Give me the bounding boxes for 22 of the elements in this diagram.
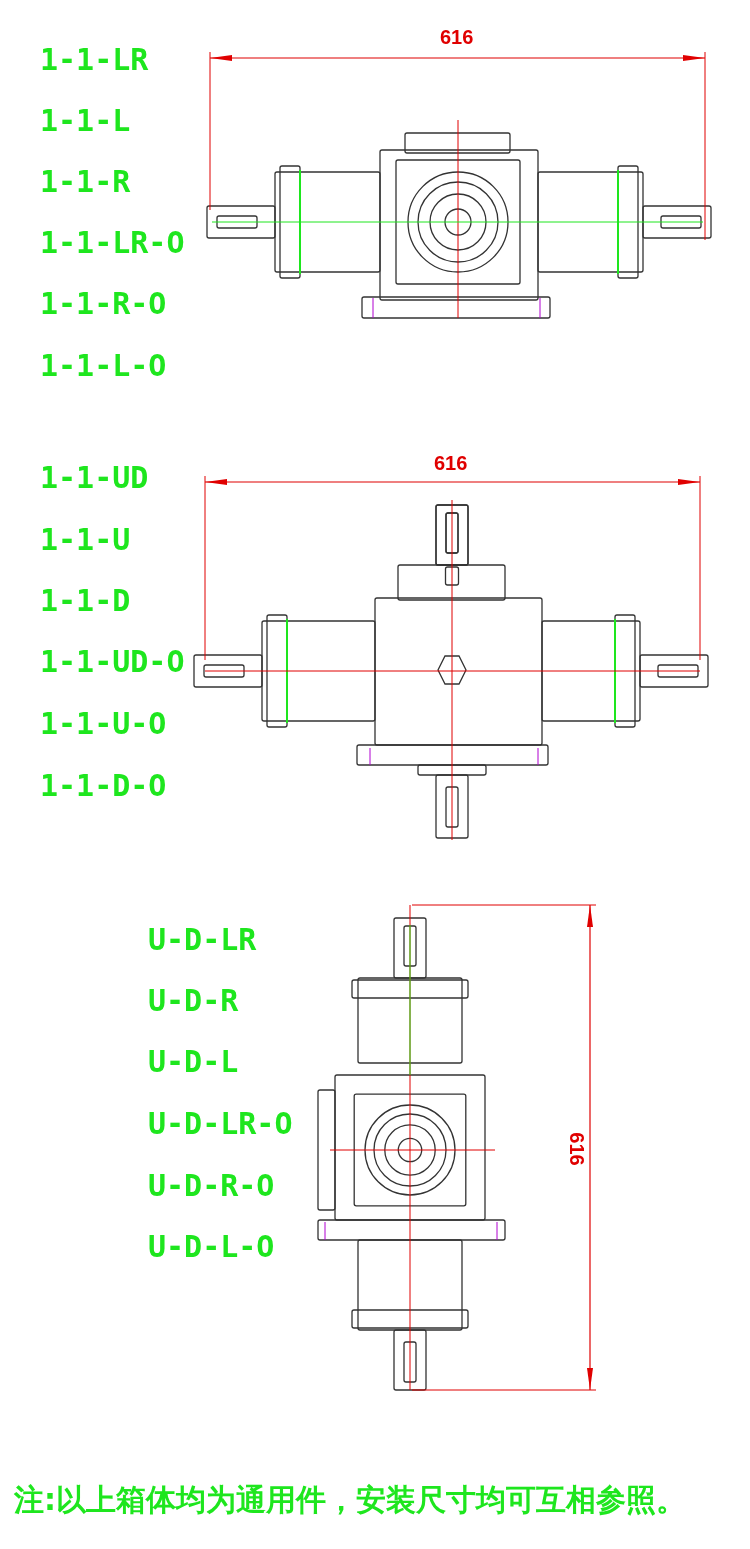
model-code: U-D-R bbox=[148, 984, 239, 1018]
dimension-value: 616 bbox=[565, 1132, 588, 1166]
model-code: U-D-R-O bbox=[148, 1169, 275, 1203]
model-code: U-D-LR-O bbox=[148, 1107, 293, 1141]
dimension-value: 616 bbox=[434, 452, 468, 474]
model-code: 1-1-D bbox=[40, 584, 131, 618]
note-text: 注:以上箱体均为通用件，安装尺寸均可互相参照。 bbox=[14, 1482, 686, 1518]
model-code: 1-1-L bbox=[40, 104, 131, 138]
model-code: U-D-LR bbox=[148, 923, 257, 957]
dimension-value: 616 bbox=[440, 26, 474, 48]
model-code: 1-1-D-O bbox=[40, 769, 167, 803]
model-code: 1-1-R-O bbox=[40, 287, 167, 321]
model-code: 1-1-U bbox=[40, 523, 131, 557]
model-code: 1-1-L-O bbox=[40, 349, 167, 383]
model-code: 1-1-U-O bbox=[40, 707, 167, 741]
model-code: U-D-L bbox=[148, 1045, 239, 1079]
model-code: U-D-L-O bbox=[148, 1230, 275, 1264]
model-code: 1-1-LR-O bbox=[40, 226, 185, 260]
model-code: 1-1-LR bbox=[40, 43, 149, 77]
model-code: 1-1-UD bbox=[40, 461, 149, 495]
model-code: 1-1-R bbox=[40, 165, 131, 199]
model-code: 1-1-UD-O bbox=[40, 645, 185, 679]
